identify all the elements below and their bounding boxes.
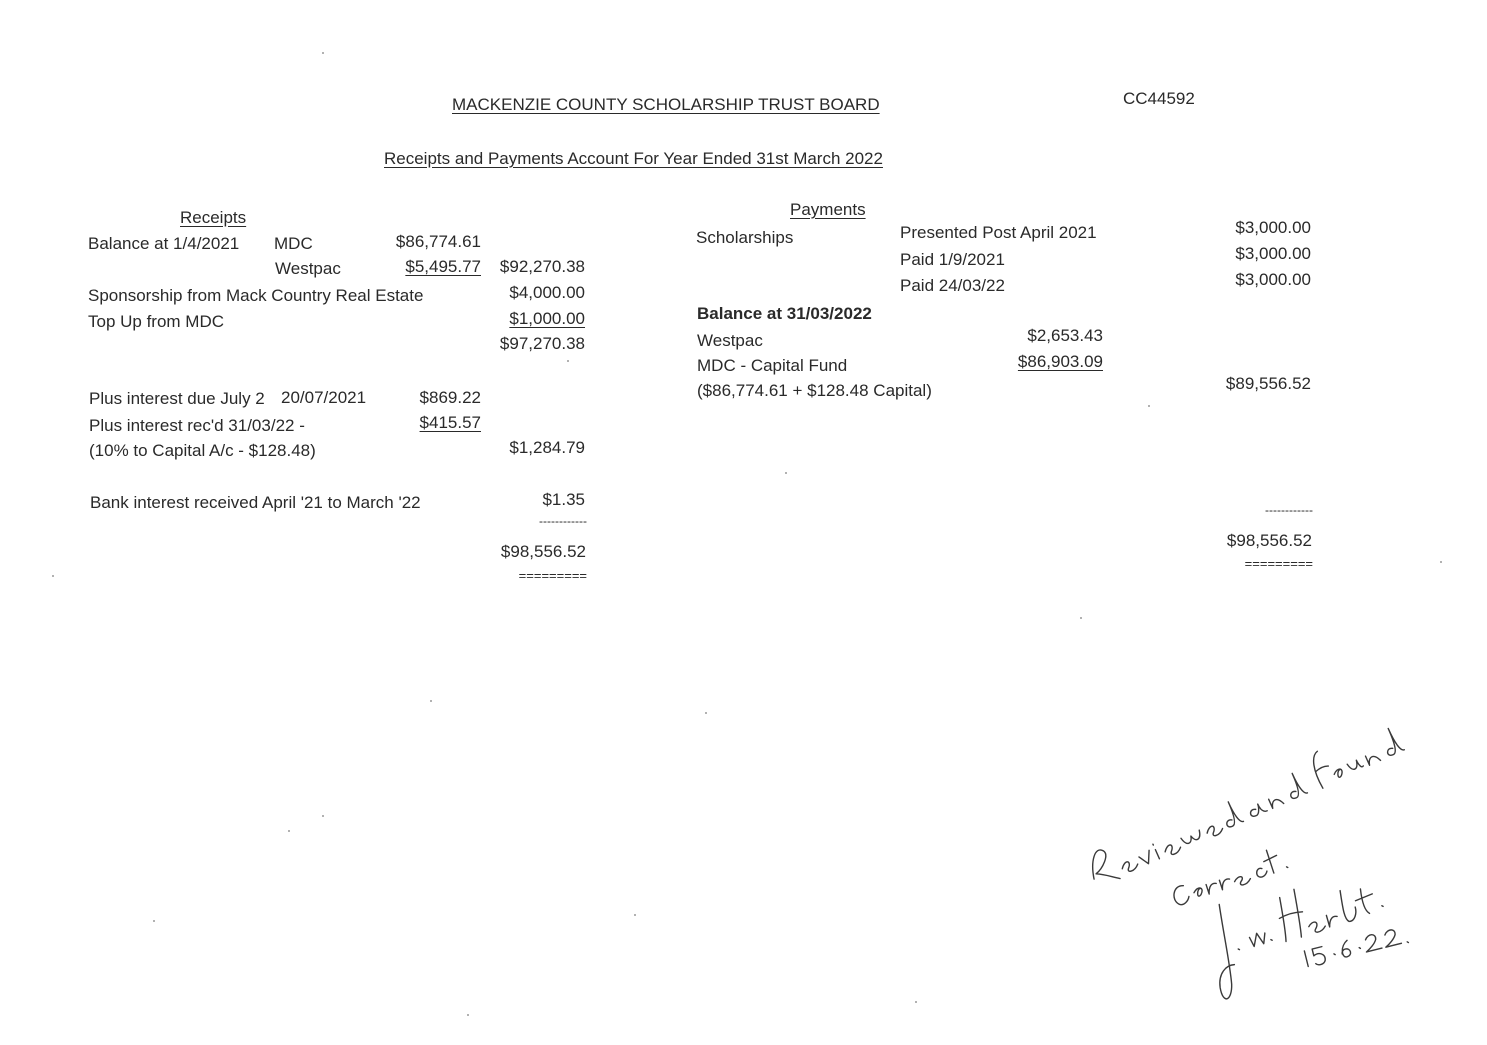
receipts-grand-total: $98,556.52 — [500, 542, 586, 561]
scan-speck — [785, 472, 787, 474]
org-title: MACKENZIE COUNTY SCHOLARSHIP TRUST BOARD — [452, 95, 880, 114]
scan-speck — [567, 360, 569, 362]
mdc-label: MDC — [274, 234, 313, 253]
payment-item-label: Paid 24/03/22 — [900, 276, 1005, 295]
capital-note: (10% to Capital A/c - $128.48) — [89, 441, 316, 460]
scan-speck — [1148, 405, 1150, 407]
reference-code: CC44592 — [1123, 89, 1195, 108]
handwritten-review-signature — [1070, 720, 1450, 1040]
scan-speck — [1440, 561, 1442, 563]
payment-item-label: Paid 1/9/2021 — [900, 250, 1005, 269]
westpac-opening-amount: $5,495.77 — [405, 257, 481, 276]
payment-item-amount: $3,000.00 — [1235, 244, 1311, 263]
mdc-capital-label: MDC - Capital Fund — [697, 356, 848, 375]
mdc-opening-amount: $86,774.61 — [395, 232, 481, 251]
scan-speck — [467, 1014, 469, 1016]
interest-due-label: Plus interest due July 2 — [89, 389, 265, 408]
closing-westpac-amount: $2,653.43 — [1027, 326, 1103, 345]
sponsorship-amount: $4,000.00 — [509, 283, 585, 302]
receipts-subtotal: $97,270.38 — [499, 334, 585, 353]
receipts-heading: Receipts — [180, 208, 247, 227]
scan-speck — [915, 1001, 917, 1003]
opening-balance-label: Balance at 1/4/2021 — [88, 234, 240, 253]
closing-westpac-label: Westpac — [697, 331, 763, 350]
closing-balance-label: Balance at 31/03/2022 — [697, 304, 872, 323]
mdc-capital-amount: $86,903.09 — [1017, 352, 1103, 371]
westpac-label: Westpac — [275, 259, 341, 278]
scan-speck — [430, 700, 432, 702]
interest-total: $1,284.79 — [509, 438, 585, 457]
scan-speck — [705, 712, 707, 714]
capital-breakdown-note: ($86,774.61 + $128.48 Capital) — [697, 381, 932, 400]
opening-total: $92,270.38 — [499, 257, 585, 276]
closing-total: $89,556.52 — [1225, 374, 1311, 393]
topup-label: Top Up from MDC — [88, 312, 225, 331]
scan-speck — [322, 52, 324, 54]
interest-received-amount: $415.57 — [419, 413, 481, 432]
scan-speck — [52, 575, 54, 577]
scan-speck — [288, 830, 290, 832]
scan-speck — [1080, 617, 1082, 619]
payments-single-rule: ------------ — [1265, 503, 1313, 517]
interest-due-date: 20/07/2021 — [281, 388, 367, 407]
bank-interest-amount: $1.35 — [542, 490, 585, 509]
scan-speck — [322, 815, 324, 817]
interest-received-label: Plus interest rec'd 31/03/22 - — [89, 416, 305, 435]
payment-item-label: Presented Post April 2021 — [900, 223, 1097, 242]
payments-grand-total: $98,556.52 — [1226, 531, 1312, 550]
scan-speck — [634, 914, 636, 916]
receipts-single-rule: ------------ — [539, 514, 587, 528]
sponsorship-label: Sponsorship from Mack Country Real Estat… — [88, 286, 424, 305]
statement-subtitle: Receipts and Payments Account For Year E… — [384, 149, 883, 168]
payments-heading: Payments — [790, 200, 866, 219]
bank-interest-label: Bank interest received April '21 to Marc… — [90, 493, 421, 512]
scan-speck — [153, 920, 155, 922]
scholarships-label: Scholarships — [696, 228, 794, 247]
payment-item-amount: $3,000.00 — [1235, 270, 1311, 289]
receipts-double-rule: ========= — [518, 568, 587, 583]
interest-due-amount: $869.22 — [419, 388, 481, 407]
topup-amount: $1,000.00 — [509, 309, 585, 328]
payment-item-amount: $3,000.00 — [1235, 218, 1311, 237]
payments-double-rule: ========= — [1244, 556, 1313, 571]
